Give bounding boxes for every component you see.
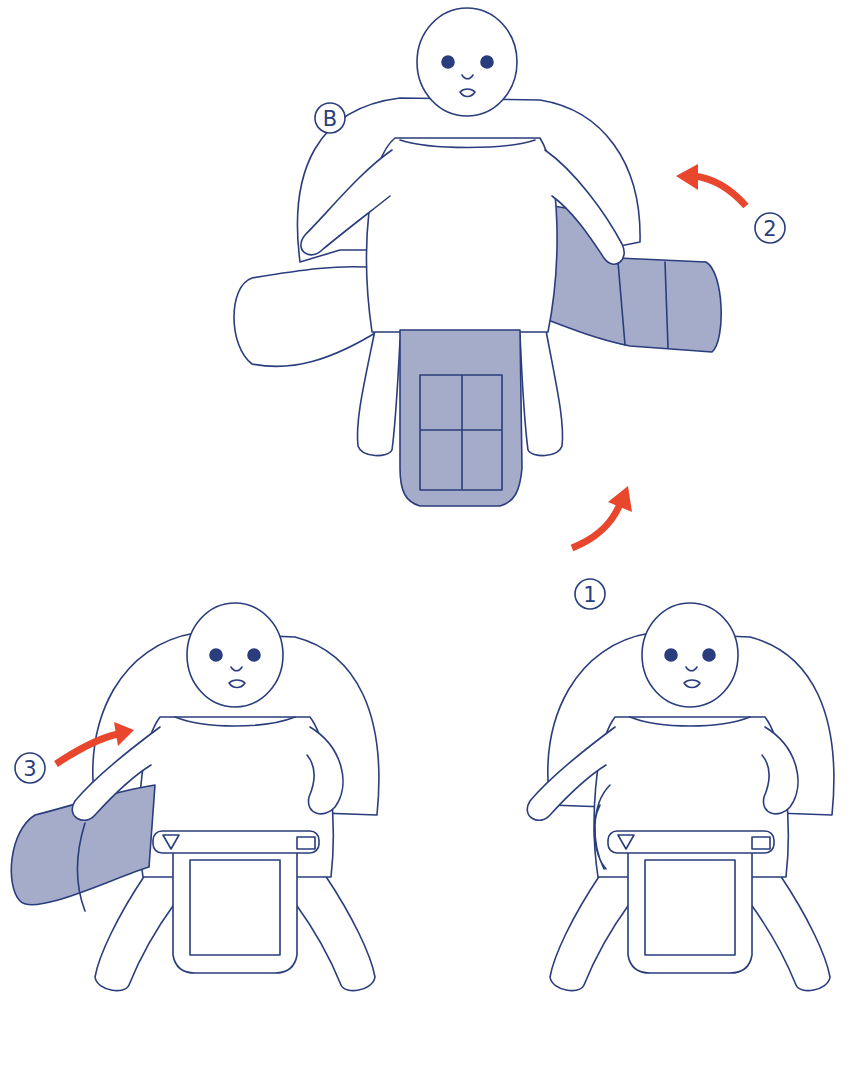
callout-number: 1 <box>583 585 596 606</box>
callout-number: 3 <box>23 759 36 780</box>
callout-number: B <box>323 109 337 130</box>
callout-number: 2 <box>763 219 776 240</box>
